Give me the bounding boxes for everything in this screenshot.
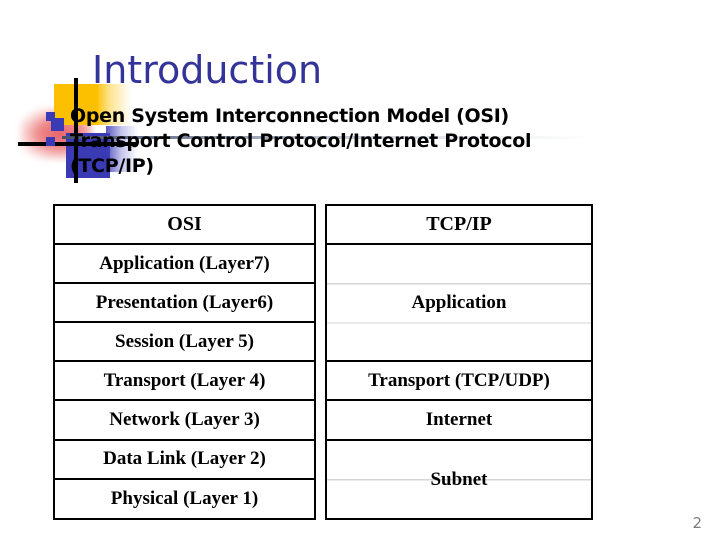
page-title: Introduction bbox=[92, 48, 323, 92]
table-row: Application (Layer7) bbox=[55, 245, 314, 285]
bullet-square-icon bbox=[46, 112, 55, 121]
list-item: Open System Interconnection Model (OSI) bbox=[44, 104, 684, 129]
tcpip-layer-table: TCP/IP Application Transport (TCP/UDP) I… bbox=[325, 204, 593, 520]
table-row: Transport (TCP/UDP) bbox=[327, 362, 591, 402]
table-row: Network (Layer 3) bbox=[55, 401, 314, 441]
table-row: Transport (Layer 4) bbox=[55, 362, 314, 402]
osi-tcpip-comparison: OSI Application (Layer7) Presentation (L… bbox=[53, 204, 593, 520]
table-row: Physical (Layer 1) bbox=[110, 488, 259, 510]
list-item-label: Transport Control Protocol/Internet Prot… bbox=[70, 130, 532, 152]
table-row: Data Link (Layer 2) bbox=[55, 441, 314, 480]
list-item: Transport Control Protocol/Internet Prot… bbox=[44, 129, 684, 154]
table-row: Application bbox=[327, 245, 591, 363]
table-row: Internet bbox=[327, 401, 591, 441]
table-row: Session (Layer 5) bbox=[55, 323, 314, 363]
list-item-continuation: (TCP/IP) bbox=[70, 155, 154, 177]
bullet-list: Open System Interconnection Model (OSI) … bbox=[44, 104, 684, 179]
table-row: Presentation (Layer6) bbox=[55, 284, 314, 324]
table-row: Subnet bbox=[327, 440, 591, 519]
osi-table-header: OSI bbox=[55, 206, 314, 246]
page-number: 2 bbox=[692, 514, 702, 532]
bullet-square-icon bbox=[46, 137, 55, 146]
osi-layer-table: OSI Application (Layer7) Presentation (L… bbox=[53, 204, 316, 520]
tcpip-table-header: TCP/IP bbox=[327, 206, 591, 246]
title-divider-rule bbox=[62, 136, 662, 139]
list-item-label: Open System Interconnection Model (OSI) bbox=[70, 105, 509, 127]
